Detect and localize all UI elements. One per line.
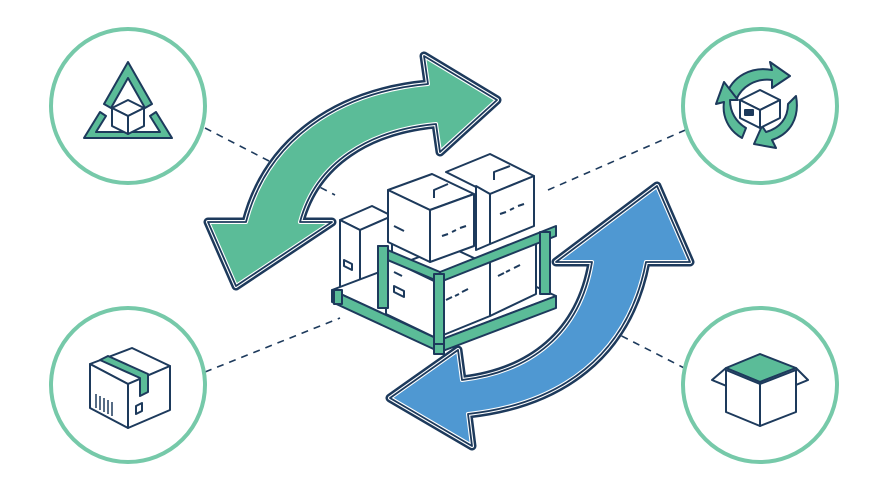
open-box-icon bbox=[681, 306, 839, 464]
circular-arrows-box-icon bbox=[681, 27, 839, 185]
connector-bottom-left bbox=[204, 317, 341, 373]
taped-box-icon bbox=[49, 306, 207, 464]
recycle-triangle-box-icon bbox=[49, 27, 207, 185]
box-upper-right bbox=[445, 153, 535, 251]
connector-bottom-right bbox=[609, 329, 693, 373]
curved-arrow-teal-icon bbox=[203, 51, 502, 291]
barcode bbox=[95, 394, 113, 416]
curved-arrow-blue-icon bbox=[385, 181, 695, 451]
pallet-with-boxes-icon bbox=[331, 153, 557, 355]
box-upper-left bbox=[387, 173, 475, 263]
connector-top-right bbox=[547, 127, 691, 191]
shelf-frame bbox=[377, 225, 557, 345]
